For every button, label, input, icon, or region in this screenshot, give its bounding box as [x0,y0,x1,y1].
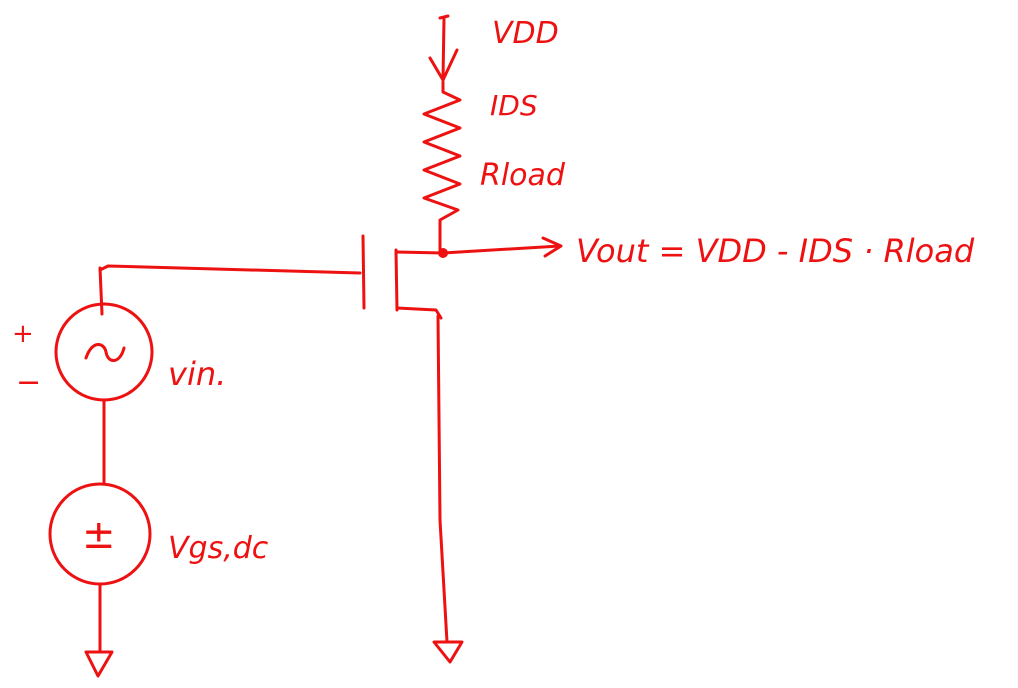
vgs-dc-label: Vgs,dc [168,531,269,566]
ac-source-icon [54,302,154,402]
vin-plus-sign: + [12,319,34,349]
ids-label: IDS [490,89,538,122]
rload-label: Rload [480,158,566,193]
vdd-label: VDD [492,16,559,51]
vout-arrow-icon [441,236,563,258]
load-resistor [422,80,462,254]
ground-icon [432,640,464,664]
vgs-polarity-sign: ± [82,512,116,558]
mosfet-transistor [98,234,445,320]
vin-label: vin. [168,355,226,393]
vin-top-wire [98,266,104,316]
vout-equation: Vout = VDD - IDS · Rload [576,232,975,270]
ground-icon [84,650,114,678]
vin-minus-sign: − [16,365,41,400]
vdd-arrow-icon [428,14,459,82]
source-wire [436,314,449,644]
